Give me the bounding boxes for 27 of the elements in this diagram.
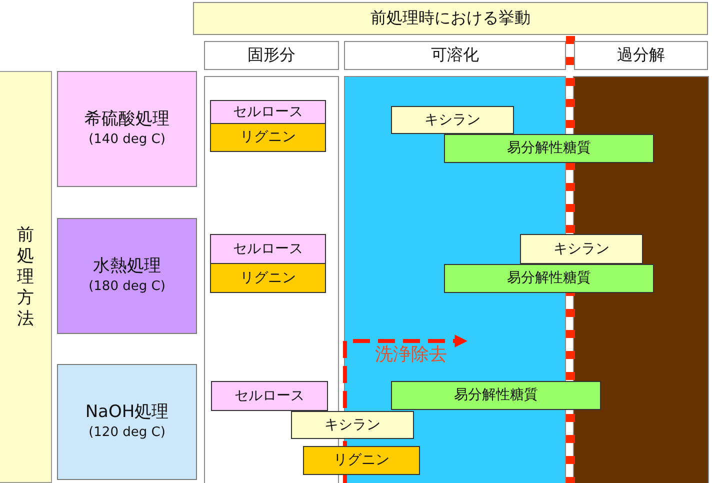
method-name: 希硫酸処理 <box>84 110 170 130</box>
component-bar: リグニン <box>210 263 326 293</box>
component-bar: 易分解性糖質 <box>444 134 654 163</box>
component-bar: セルロース <box>210 234 326 264</box>
component-bar: キシラン <box>520 234 643 264</box>
temperature-label: (180 deg C) <box>88 280 166 296</box>
title-bar: 前処理時における挙動 <box>193 2 708 35</box>
side-band: 前処理方法 <box>0 71 52 483</box>
column-header: 過分解 <box>574 41 708 70</box>
column-header: 可溶化 <box>344 41 566 70</box>
temperature-label: (120 deg C) <box>88 426 166 442</box>
method-box <box>57 364 197 480</box>
component-bar: リグニン <box>303 446 420 475</box>
component-bar: セルロース <box>211 381 328 411</box>
component-bar: キシラン <box>291 411 414 439</box>
method-box <box>57 218 197 334</box>
component-bar: セルロース <box>210 100 326 124</box>
temperature-label: (140 deg C) <box>88 133 166 148</box>
method-name: NaOH処理 <box>85 402 169 422</box>
method-name: 水熱処理 <box>93 256 161 276</box>
component-bar: 易分解性糖質 <box>444 264 654 293</box>
component-bar: 易分解性糖質 <box>391 381 601 410</box>
annotation-label: 洗浄除去 <box>375 343 447 366</box>
component-bar: リグニン <box>210 123 326 152</box>
component-bar: キシラン <box>391 106 514 134</box>
method-box <box>57 71 197 187</box>
column-header: 固形分 <box>204 41 339 70</box>
